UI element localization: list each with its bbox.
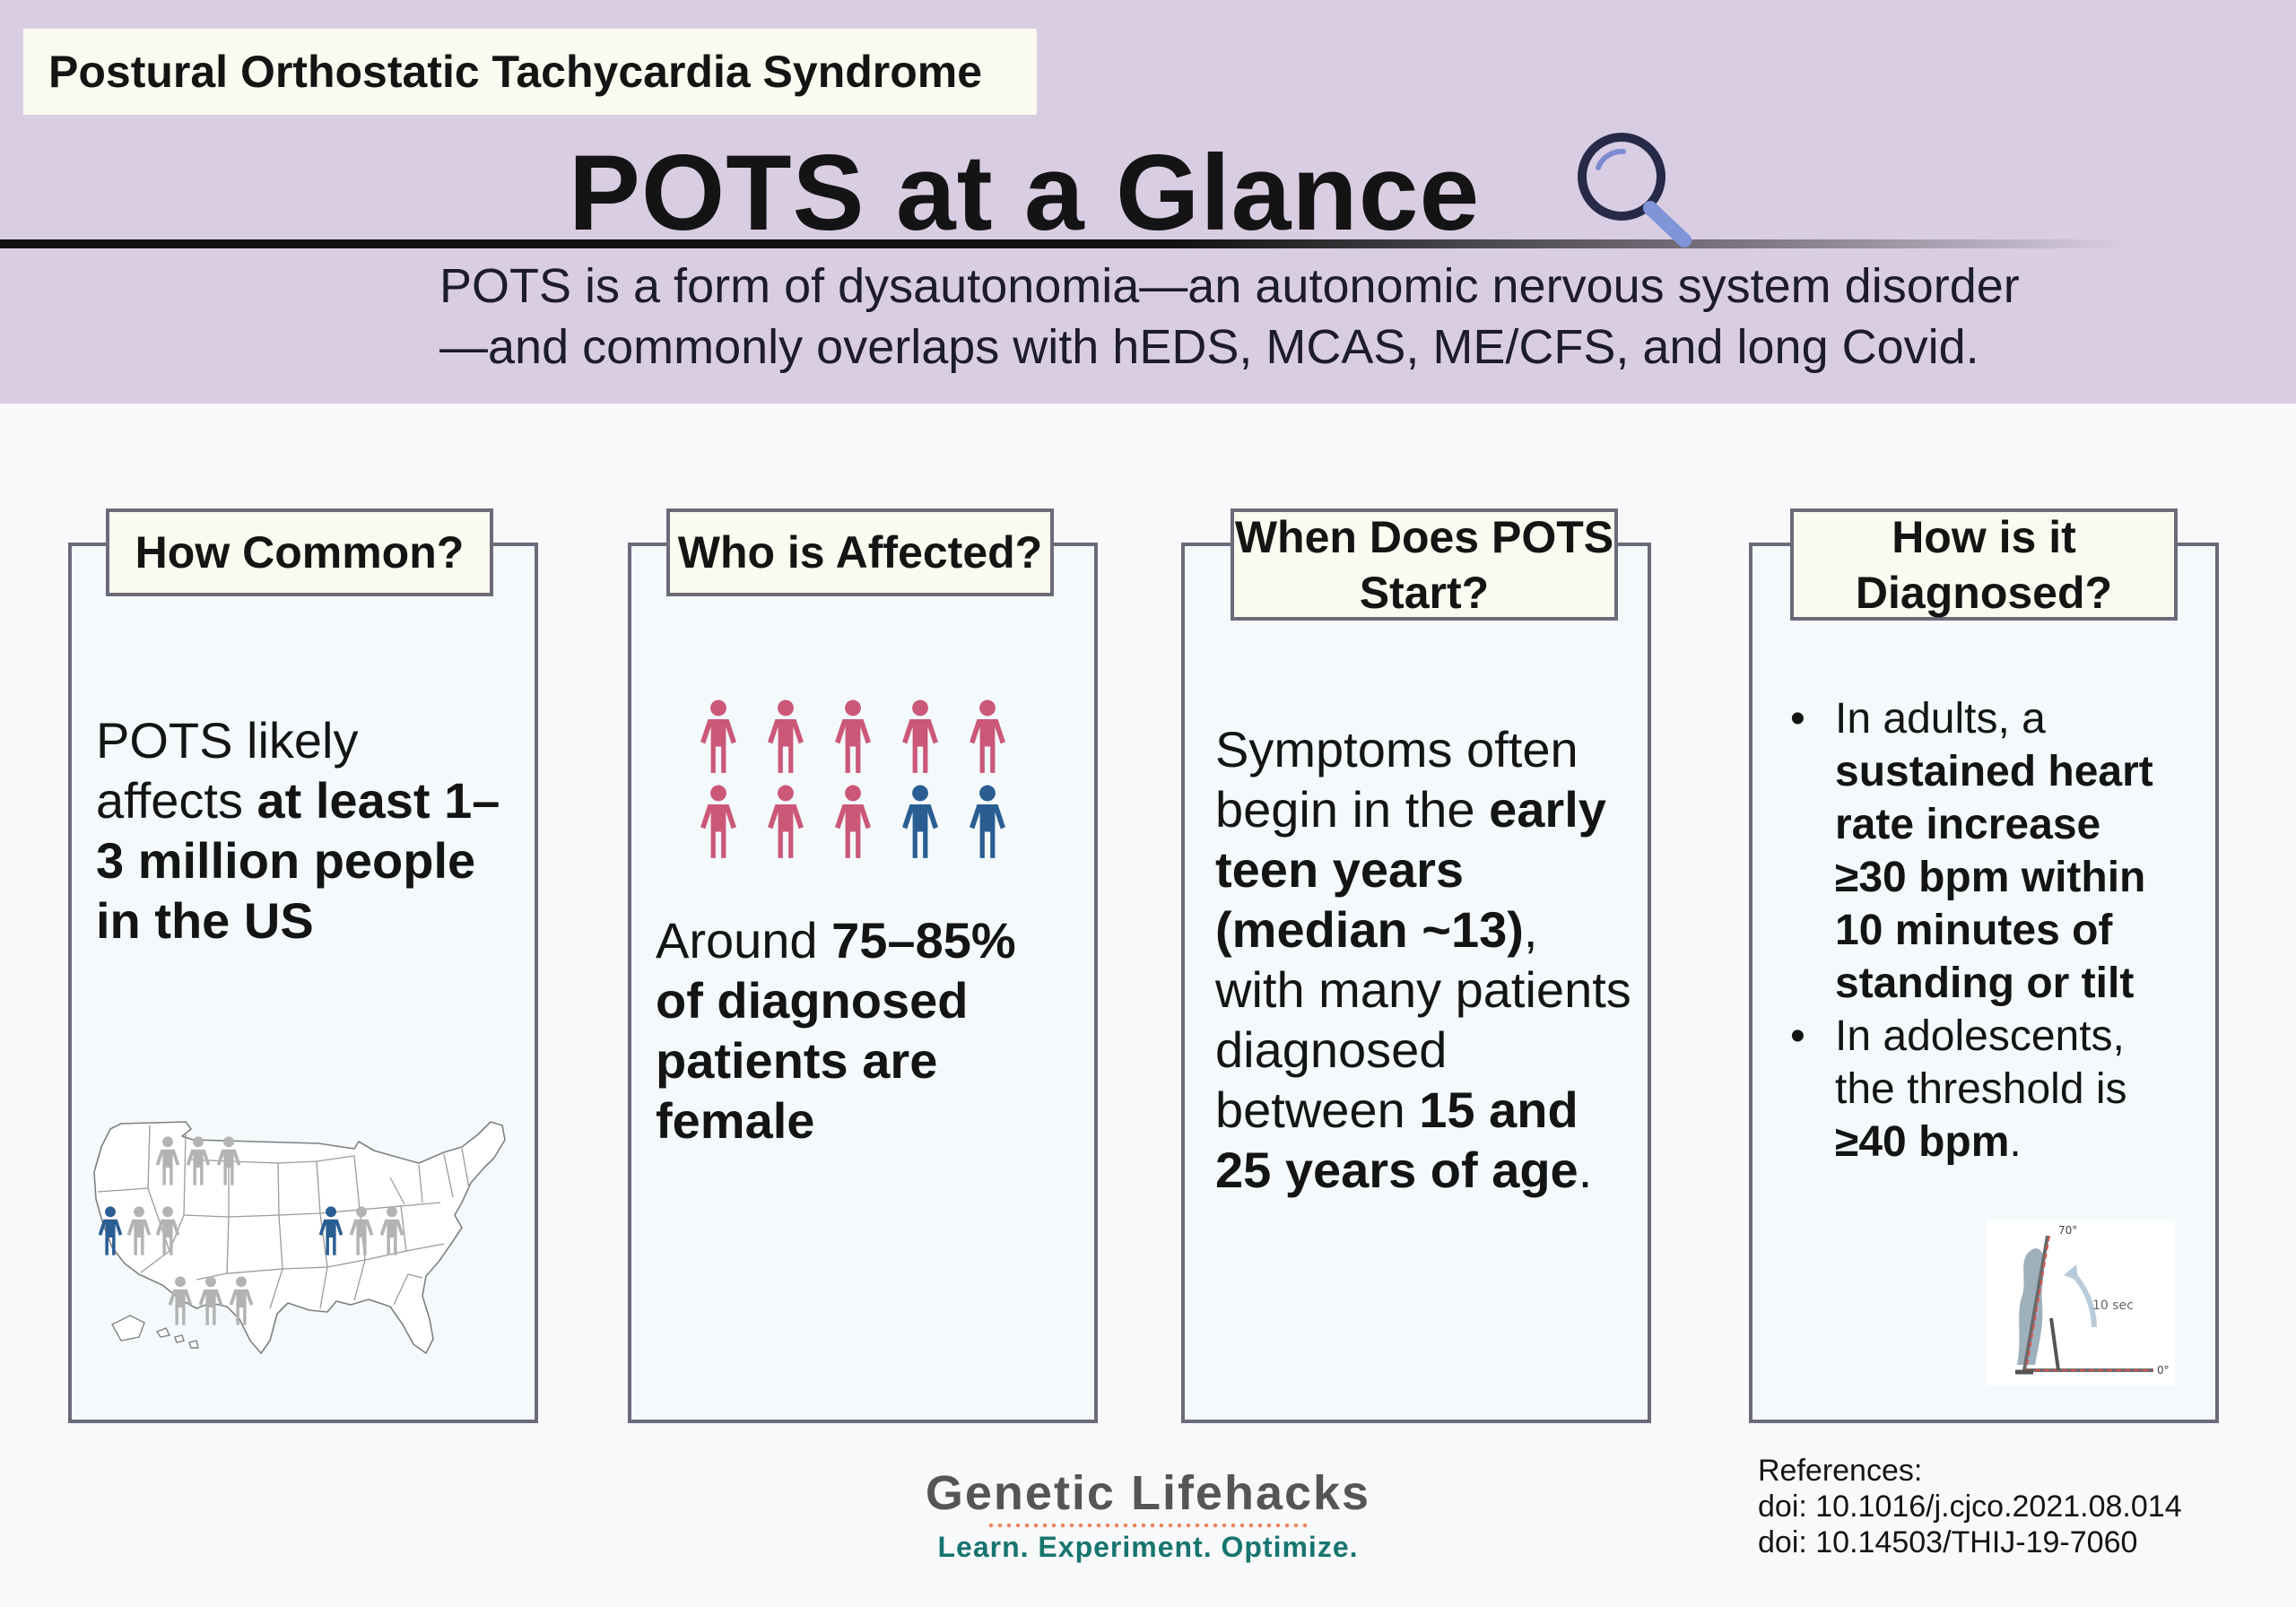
svg-text:10 sec: 10 sec: [2092, 1299, 2134, 1313]
card-text-diagnosis: In adults, a sustained heart rate increa…: [1785, 692, 2170, 1168]
brand-logo: Genetic Lifehacks Learn. Experiment. Opt…: [897, 1464, 1399, 1565]
us-map: [93, 1121, 506, 1354]
text-segment: In adults, a: [1835, 695, 2046, 743]
brand-dot-divider: [987, 1522, 1309, 1529]
heading-line-1: How is it: [1892, 511, 2076, 562]
intro-line-1: POTS is a form of dysautonomia—an autono…: [439, 259, 2020, 313]
person-icon-row-1: [700, 699, 1005, 773]
subject-tag: Postural Orthostatic Tachycardia Syndrom…: [23, 29, 1037, 115]
card-who-affected: [628, 543, 1098, 1423]
card-text-who-affected: Around 75–85% of diagnosed patients are …: [656, 910, 1077, 1151]
magnifier-icon: [1578, 133, 1692, 248]
text-emphasis: ≥40 bpm: [1835, 1118, 2010, 1166]
svg-text:0°: 0°: [2157, 1364, 2170, 1377]
text-emphasis: early teen years (median ~13): [1215, 781, 1606, 958]
person-icon-row-2: [700, 785, 1005, 858]
text-segment: .: [1578, 1142, 1593, 1198]
text-segment: Symptoms often begin in the: [1215, 721, 1578, 838]
text-segment: POTS likely affects: [96, 712, 359, 829]
diagnosis-list: In adults, a sustained heart rate increa…: [1785, 692, 2170, 1168]
list-item: In adolescents, the threshold is ≥40 bpm…: [1785, 1010, 2170, 1168]
text-emphasis: sustained heart rate increase ≥30 bpm wi…: [1835, 748, 2153, 1007]
svg-text:70°: 70°: [2058, 1224, 2077, 1237]
heading-line-1: When Does POTS: [1234, 511, 1614, 562]
title-rule: [0, 239, 2126, 248]
people-icon-grid: [700, 699, 1005, 858]
references: References: doi: 10.1016/j.cjco.2021.08.…: [1758, 1453, 2182, 1560]
references-label: References:: [1758, 1454, 1923, 1488]
brand-tagline: Learn. Experiment. Optimize.: [937, 1531, 1359, 1563]
text-emphasis: at least 1–3 million people in the US: [96, 772, 500, 949]
card-heading-who-affected: Who is Affected?: [666, 508, 1054, 596]
reference-item: doi: 10.14503/THIJ-19-7060: [1758, 1525, 2138, 1559]
text-emphasis: 15 and 25 years of age: [1215, 1081, 1578, 1198]
intro-line-2: —and commonly overlaps with hEDS, MCAS, …: [439, 320, 1979, 374]
text-segment: In adolescents, the threshold is: [1835, 1012, 2127, 1113]
brand-name: Genetic Lifehacks: [925, 1466, 1371, 1520]
heading-line-2: Start?: [1359, 567, 1490, 618]
card-text-how-common: POTS likely affects at least 1–3 million…: [96, 710, 517, 951]
card-text-when-start: Symptoms often begin in the early teen y…: [1215, 719, 1637, 1200]
tilt-table-figure: 70° 10 sec 0°: [1987, 1220, 2175, 1385]
heading-line-2: Diagnosed?: [1855, 567, 2113, 618]
text-segment: .: [2009, 1118, 2022, 1166]
intro-text: POTS is a form of dysautonomia—an autono…: [439, 256, 2144, 378]
text-emphasis: 75–85% of diagnosed patients are female: [656, 912, 1016, 1149]
reference-item: doi: 10.1016/j.cjco.2021.08.014: [1758, 1490, 2182, 1524]
text-segment: , with many patients diagnosed between: [1215, 901, 1631, 1138]
card-heading-how-common: How Common?: [106, 508, 493, 596]
text-segment: Around: [656, 912, 832, 969]
card-when-start: [1181, 543, 1651, 1423]
page-title: POTS at a Glance: [568, 133, 1481, 253]
list-item: In adults, a sustained heart rate increa…: [1785, 692, 2170, 1010]
